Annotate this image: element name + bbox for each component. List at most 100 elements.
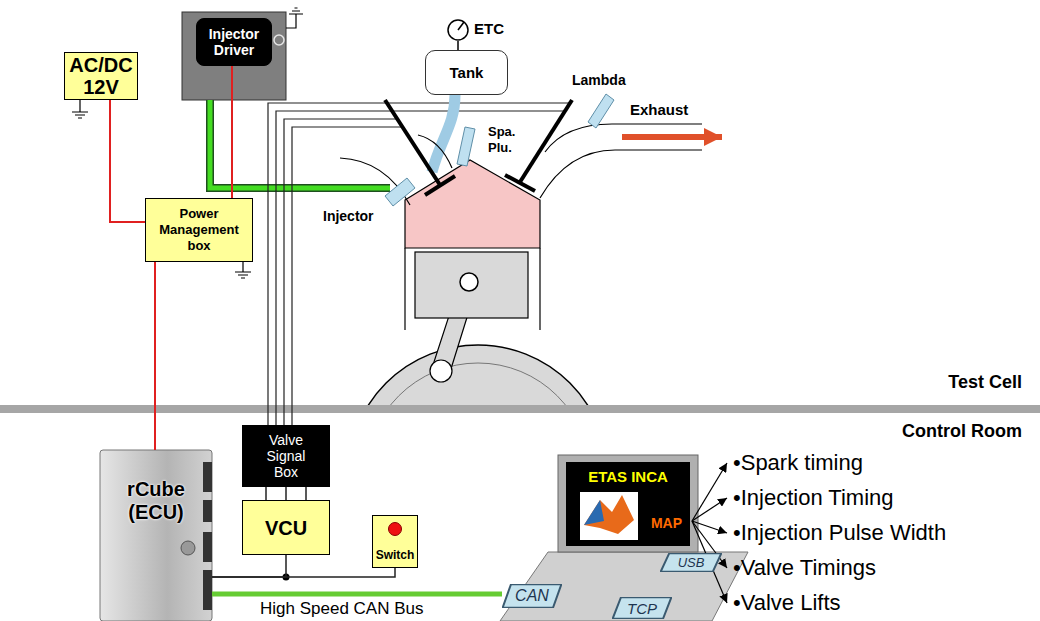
connector [212, 555, 286, 577]
connector-line [110, 100, 145, 222]
lambda-sensor [588, 94, 614, 128]
text-label: Spa. Plu. [486, 124, 528, 155]
diagram-box: VCU [242, 500, 330, 555]
text-label: Injector [323, 208, 374, 225]
ecu-knob [181, 541, 195, 555]
monitor-screen [566, 462, 690, 546]
ground-symbol [286, 8, 303, 28]
ground-symbol [72, 100, 88, 118]
ground-symbol [235, 262, 251, 278]
parameter-arrow [692, 521, 727, 533]
matlab-logo [584, 500, 604, 525]
cylinder-wall [539, 248, 540, 330]
connector [110, 100, 145, 222]
parallelogram-shape [661, 553, 722, 572]
intake-port-wall [418, 135, 452, 168]
diagram-box: AC/DC 12V [64, 52, 138, 100]
text-label: ETC [474, 20, 504, 38]
box-label: AC/DC 12V [67, 54, 135, 98]
connector-line [265, 487, 267, 500]
diagram-box: Injector Driver [196, 18, 272, 66]
fuel-line [432, 95, 455, 172]
connector-line [212, 555, 286, 577]
diagram-box: Power Management box [145, 198, 253, 262]
box-label: ETAS INCA [574, 468, 682, 486]
intake-valve-head [425, 176, 455, 195]
ecu-socket [203, 462, 212, 492]
gauge-needle [458, 22, 464, 30]
box-label: Valve Signal Box [261, 432, 311, 480]
text-label: Exhaust [630, 101, 688, 119]
gauge-stem [457, 41, 459, 50]
crank-group [348, 345, 608, 405]
diagram-box: Valve Signal Box [242, 425, 330, 487]
etc-gauge [448, 20, 468, 40]
exhaust-arrow [622, 134, 722, 140]
box-label: Tank [430, 64, 503, 82]
injector-wire [210, 100, 390, 188]
port-label-box: TCP [612, 597, 672, 619]
crank-rim [366, 363, 590, 405]
valve-wire [292, 127, 402, 425]
box-label: CAN [511, 587, 553, 605]
text-label: Lambda [572, 72, 626, 89]
parameter-arrow [692, 498, 727, 521]
text-label: •Spark timing [733, 450, 863, 476]
text-label: •Valve Lifts [733, 590, 841, 616]
text-label: Control Room [902, 421, 1022, 443]
box-label: USB [668, 555, 714, 570]
driver-terminal [274, 35, 284, 45]
parameter-arrow [692, 463, 727, 521]
piston-pin [460, 273, 478, 291]
exhaust-port-wall [540, 150, 702, 198]
intake-valve-stem [385, 100, 440, 185]
crank-wheel [348, 345, 608, 405]
exhaust-valve-head [505, 175, 535, 191]
text-label: •Injection Pulse Width [733, 520, 946, 546]
spark-plug [457, 127, 475, 166]
connector [212, 594, 502, 595]
red-button [388, 522, 402, 536]
injector-body [385, 178, 415, 206]
injector-driver-housing [182, 12, 286, 100]
matlab-logo [584, 495, 634, 534]
box-label: VCU [245, 516, 327, 540]
port-label-box: CAN [502, 584, 562, 608]
box-label: Injector Driver [201, 26, 267, 58]
ecu-socket [203, 500, 212, 522]
monitor-frame [558, 455, 698, 552]
parallelogram-shape [503, 584, 562, 608]
connector [232, 66, 233, 198]
valve-wire [284, 119, 397, 425]
text-label: •Injection Timing [733, 485, 894, 511]
ecu-socket [203, 532, 212, 562]
edge-label: High Speed CAN Bus [258, 599, 425, 619]
box-label: Power Management box [152, 206, 246, 254]
connector-line [305, 487, 307, 500]
connector [266, 487, 306, 500]
connector-line [154, 262, 156, 450]
diagram-box: rCube (ECU) [100, 450, 212, 621]
parallelogram-shape [613, 597, 672, 619]
port-label-box: USB [660, 553, 722, 572]
combustion-chamber [405, 160, 540, 248]
connector-line [212, 568, 395, 577]
diagram-box: ETAS INCAMAP [566, 462, 690, 546]
connector-line [231, 66, 233, 198]
matlab-logo-ground [580, 492, 638, 540]
cylinder-wall [404, 248, 405, 330]
laptop-base [500, 552, 748, 621]
connector [155, 262, 156, 450]
box-label: TCP [621, 600, 663, 617]
piston [415, 252, 528, 318]
text-label: •Valve Timings [733, 555, 876, 581]
crank-pin [430, 360, 452, 382]
ecu-socket [203, 570, 212, 610]
connector [212, 568, 395, 577]
text-label: Test Cell [948, 372, 1022, 394]
connector-line [212, 592, 502, 597]
connector-line [285, 487, 287, 500]
diagram-box: Switch [372, 515, 418, 568]
ecu-unit [100, 450, 212, 621]
